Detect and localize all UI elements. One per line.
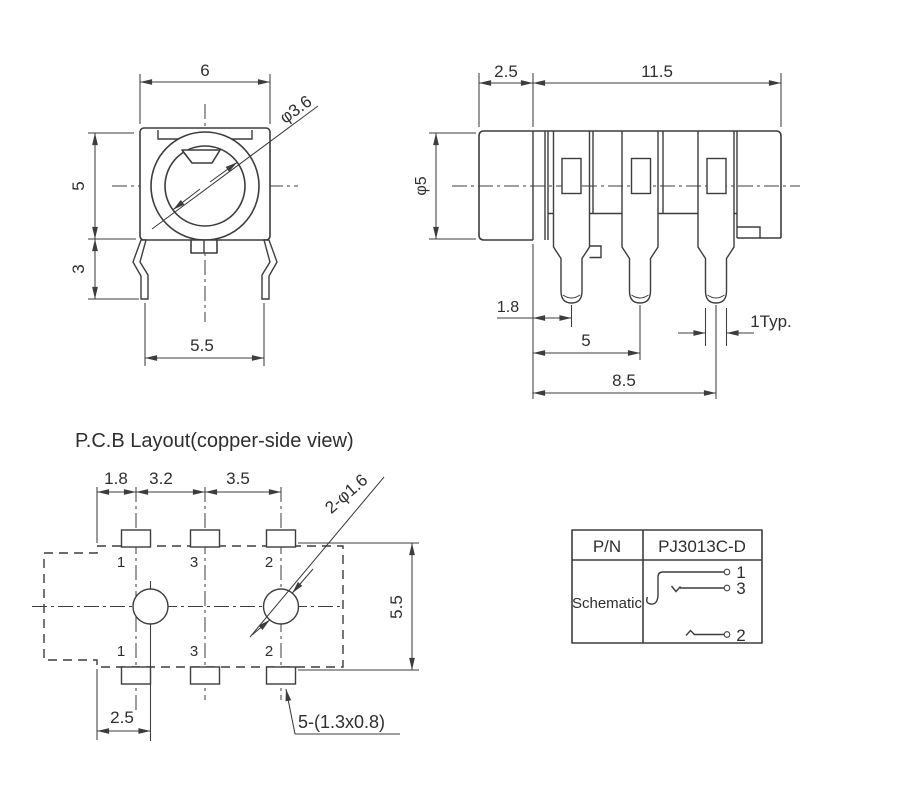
side-pin-2 [621,131,659,304]
schematic-pin-1-label: 1 [736,563,745,582]
pcb-pin-label-bottom-2: 2 [265,643,273,660]
side-dim-diameter-label: φ5 [413,176,430,195]
side-body-outline [478,130,782,241]
front-left-leg [132,239,149,300]
pcb-dim-top: 1.8 3.2 3.5 [96,469,281,543]
pcb-mounting-hole-left [132,588,169,625]
side-dim-width-label: 11.5 [641,62,673,81]
pcb-layout: P.C.B Layout(copper-side view) 1 3 2 1 3… [32,430,419,741]
schematic-terminal-2 [723,631,731,638]
pcb-dim-hole-offset: 2.5 [96,669,151,740]
pcb-pin-label-top-2: 2 [265,554,273,571]
side-dim-pin1-label: 1.8 [497,299,519,316]
pcb-pad-bottom-2 [265,666,297,685]
side-dim-pin2-label: 5 [581,331,590,350]
schematic-terminal-1 [723,568,731,576]
front-dim-lower-left-label: 3 [69,264,88,273]
front-view: 6 5 3 5.5 φ3.6 [69,61,319,366]
pcb-dim-pad3-label: 3.5 [226,469,250,488]
side-dim-pin3-label: 8.5 [612,371,636,390]
side-dim-offset-label: 2.5 [494,62,518,81]
side-dim-bottom: 1.8 5 8.5 1Typ. [497,244,792,399]
pcb-mounting-hole-right [262,588,300,625]
schematic-pin-2-label: 2 [736,626,745,645]
pcb-slot-size-callout: 5-(1.3x0.8) [285,688,400,735]
schematic-sleeve-contact [685,629,724,636]
table-border [571,529,763,644]
pcb-pin-label-top-1: 1 [117,554,125,571]
pcb-dim-pad2-label: 3.2 [149,469,173,488]
pcb-pad-bottom-1 [120,666,152,685]
side-body-step [736,131,781,239]
pcb-layout-title: P.C.B Layout(copper-side view) [75,430,354,452]
front-contact-notch [181,149,221,164]
front-dim-top: 6 [139,61,271,124]
pcb-dim-pad1-label: 1.8 [104,469,128,488]
schematic-tip-contact [646,571,724,605]
side-view: φ5 2.5 11.5 1.8 5 8.5 [413,62,800,399]
side-pin-3-hole [706,157,727,195]
side-pin-3 [697,131,735,304]
side-pin-2-hole [630,157,652,195]
side-dim-top: 2.5 11.5 [478,62,782,127]
side-pin-1-hole [561,157,582,195]
pcb-pin-label-bottom-1: 1 [117,643,125,660]
side-pin-1 [552,131,602,304]
side-dim-pin-width-label: 1Typ. [750,312,792,331]
pcb-pad-top-1 [120,529,152,548]
front-dim-bottom: 5.5 [144,303,265,366]
front-dim-top-label: 6 [200,61,209,80]
pcb-pin-label-top-3: 3 [190,554,198,571]
front-jack-opening-circle [164,145,246,227]
side-pin-1-barb [589,245,602,259]
pcb-slot-size-label: 5-(1.3x0.8) [298,712,385,732]
front-dim-bottom-label: 5.5 [190,336,214,355]
pcb-dim-height: 5.5 [298,542,419,671]
table-header-pn: P/N [593,537,621,556]
front-right-leg [261,239,278,300]
pcb-component-outline [43,545,344,668]
side-dim-diameter: φ5 [413,132,476,240]
front-dim-left: 5 3 [69,132,139,300]
schematic-terminal-3 [723,584,731,592]
pcb-dim-height-label: 5.5 [387,595,406,619]
pcb-pad-top-2 [265,529,297,548]
pcb-pad-top-3 [189,529,221,548]
front-dim-upper-left-label: 5 [69,181,88,190]
table-row-label-schematic: Schematic [572,595,643,612]
table-header-part-number: PJ3013C-D [658,537,746,556]
pcb-hole-diameter-label: 2-φ1.6 [321,470,371,517]
schematic-pin-3-label: 3 [736,579,745,598]
pcb-pin-label-bottom-3: 3 [190,643,198,660]
pcb-dim-hole-offset-label: 2.5 [110,708,134,727]
part-number-table: P/N PJ3013C-D Schematic 1 3 2 [571,529,763,645]
schematic-symbol: 1 3 2 [646,563,746,645]
pcb-pad-bottom-3 [189,666,221,685]
schematic-switch-contact [670,585,724,593]
